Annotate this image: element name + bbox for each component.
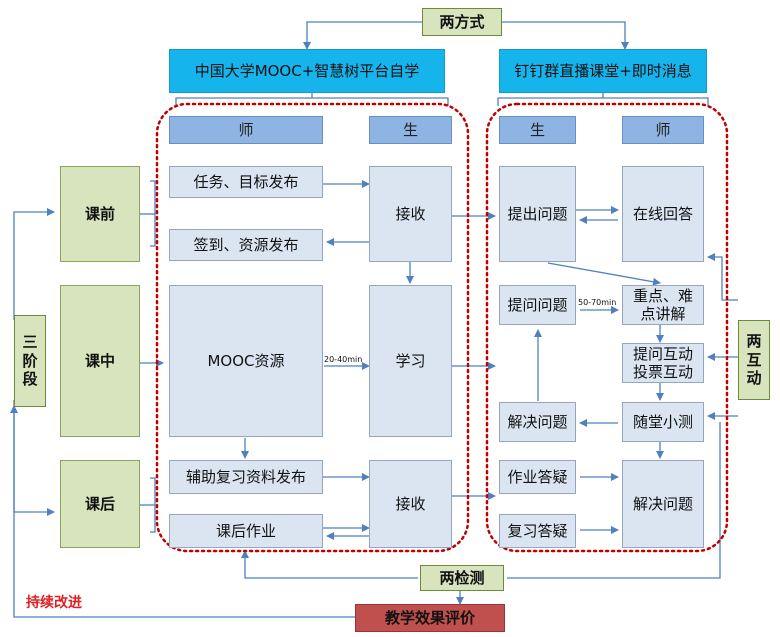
three-stages-char-1: 三 [22,332,38,351]
key-difficult-points: 重点、难点讲解 [622,285,704,325]
stage-during-class: 课中 [60,285,140,437]
homework-qa: 作业答疑 [499,460,576,494]
solve-question-after: 解决问题 [622,460,704,548]
online-time-label: 20-40min [324,355,363,364]
header-left-teacher: 师 [169,116,323,144]
study: 学习 [369,285,452,437]
solve-question-during: 解决问题 [499,402,576,442]
in-class-quiz: 随堂小测 [622,402,704,442]
receive-after: 接收 [369,460,452,548]
header-right-student: 生 [499,116,576,144]
mooc-platform-bar: 中国大学MOOC+智慧树平台自学 [169,49,445,93]
three-stages-label: 三 阶 段 [14,315,46,407]
stage-after-class: 课后 [60,460,140,548]
continuous-improvement-label: 持续改进 [26,595,82,611]
mooc-resource: MOOC资源 [169,285,323,437]
two-interactions-label: 两 互 动 [738,320,770,400]
three-stages-char-2: 阶 [22,351,38,370]
two-interactions-char-2: 互 [746,350,762,369]
receive-before: 接收 [369,166,452,262]
signin-resource-release: 签到、资源发布 [169,229,323,261]
online-answer: 在线回答 [622,166,704,262]
review-qa: 复习答疑 [499,514,576,548]
two-interactions-char-1: 两 [746,331,762,350]
header-left-student: 生 [369,116,452,144]
two-methods-label: 两方式 [422,8,502,36]
ask-question: 提问问题 [499,285,576,325]
dingtalk-platform-bar: 钉钉群直播课堂+即时消息 [499,49,707,93]
review-material-release: 辅助复习资料发布 [169,460,323,494]
two-tests-label: 两检测 [420,565,504,591]
three-stages-char-3: 段 [22,370,38,389]
teaching-effect-evaluation: 教学效果评价 [355,604,505,632]
two-interactions-char-3: 动 [746,369,762,388]
header-right-teacher: 师 [622,116,704,144]
task-goal-release: 任务、目标发布 [169,166,323,198]
raise-question: 提出问题 [499,166,576,262]
question-vote-interaction: 提问互动投票互动 [622,343,704,383]
stage-before-class: 课前 [60,166,140,262]
homework: 课后作业 [169,514,323,548]
live-time-label: 50-70min [578,298,617,307]
